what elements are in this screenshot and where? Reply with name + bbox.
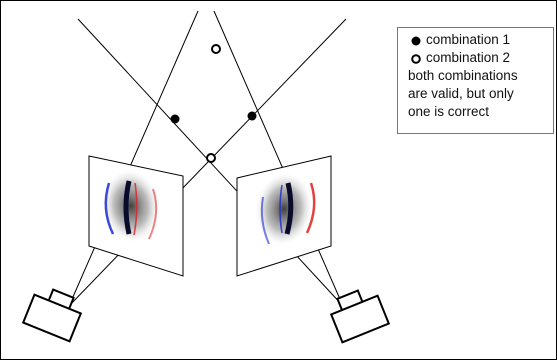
right-camera-body: [329, 294, 391, 344]
open-dot-icon: [408, 49, 426, 67]
legend-box: combination 1 combination 2 both combina…: [397, 27, 554, 134]
combination-1-point-left: [170, 114, 180, 124]
right-blob-red-edge: [305, 182, 316, 234]
filled-dot-icon: [408, 31, 426, 49]
left-blob-center-red: [133, 182, 138, 236]
combination-2-point-bottom: [206, 153, 216, 163]
legend-label-combination-1: combination 1: [426, 32, 511, 47]
legend-label-combination-2: combination 2: [426, 50, 511, 65]
left-camera: [21, 288, 83, 343]
left-blob-red-edge: [148, 188, 158, 240]
right-blob-blue-edge: [260, 196, 270, 245]
left-camera-rays: [68, 10, 347, 307]
right-blob-center-dark: [284, 182, 294, 235]
left-ray-a: [68, 18, 347, 307]
legend-entry-combination-1: combination 1: [408, 31, 553, 49]
right-camera: [329, 289, 391, 344]
combination-2-point-top: [211, 44, 221, 54]
legend-note-line-3: one is correct: [408, 104, 490, 119]
left-blob-gradient: [102, 170, 160, 242]
legend-note-line-1: both combinations: [408, 68, 518, 83]
legend-note-line-2: are valid, but only: [408, 86, 514, 101]
left-ray-b: [68, 10, 199, 307]
right-ray-b: [213, 10, 344, 307]
right-image-plane: [236, 155, 332, 277]
left-blob-blue-edge: [104, 182, 115, 235]
right-blob-gradient: [255, 173, 313, 245]
legend-entry-combination-2: combination 2: [408, 49, 553, 67]
left-blob-center-dark: [123, 180, 132, 235]
right-blob-center-blue: [279, 184, 283, 234]
left-image-plane: [88, 155, 184, 277]
left-camera-body: [21, 293, 83, 343]
combination-1-point-right: [247, 111, 257, 121]
